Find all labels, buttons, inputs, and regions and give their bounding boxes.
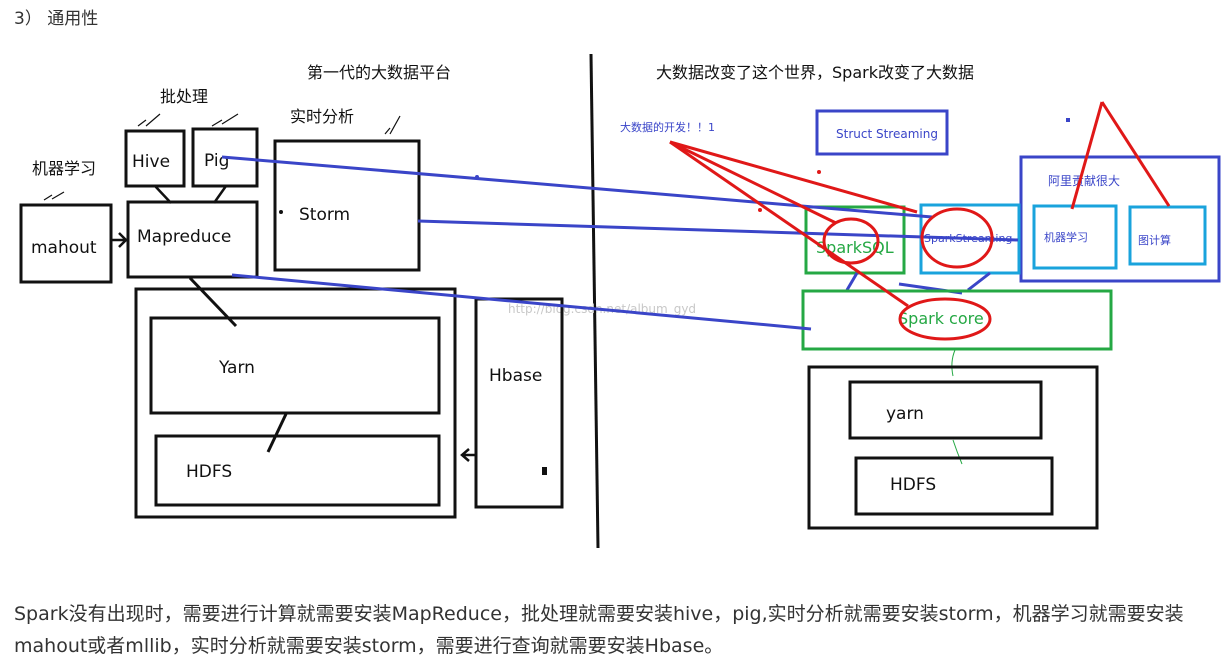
pointer-line — [1070, 101, 1104, 210]
struct-streaming-box — [815, 109, 949, 156]
alibaba-box — [1019, 155, 1221, 283]
section-heading: 3） 通用性 — [14, 9, 99, 29]
yarn-label-right: yarn — [886, 404, 924, 424]
spark-sql-box — [804, 205, 906, 275]
pig-label: Pig — [204, 151, 229, 171]
bullet-dot — [542, 467, 547, 475]
struct-streaming-label: Struct Streaming — [836, 127, 938, 141]
highlight-circle — [822, 217, 880, 265]
mahout-box — [19, 203, 113, 284]
ml-box-label: 机器学习 — [1044, 230, 1088, 244]
realtime-label: 实时分析 — [290, 107, 354, 126]
left-title: 第一代的大数据平台 — [307, 63, 451, 82]
hbase-label: Hbase — [489, 366, 542, 386]
highlight-circle — [920, 207, 994, 269]
hbase-box — [474, 297, 564, 509]
hadoop-container — [134, 287, 457, 519]
connector-line — [212, 185, 228, 204]
stray-dot — [475, 175, 479, 179]
pointer-line — [669, 140, 918, 214]
spark-core-label: Spark core — [898, 309, 984, 328]
arrow-right-icon — [112, 232, 128, 248]
yarn-box — [149, 316, 441, 415]
ml-box — [1032, 204, 1118, 270]
right-title: 大数据改变了这个世界，Spark改变了大数据 — [656, 63, 974, 82]
check-mark-icon — [384, 115, 401, 135]
mapping-line — [417, 219, 1019, 242]
connector-line — [266, 413, 288, 453]
stray-dot — [817, 170, 821, 174]
architecture-diagram: http://blog.csdn.net/album_gyd 第一代的大数据平台… — [19, 53, 1221, 549]
hdfs-label-right: HDFS — [890, 475, 936, 495]
stray-dot — [758, 208, 762, 212]
pointer-line — [669, 140, 909, 308]
graph-box — [1128, 205, 1207, 266]
connector-line — [154, 185, 172, 204]
yarn-label: Yarn — [218, 358, 255, 378]
dev-note: 大数据的开发！！1 — [620, 120, 715, 134]
pointer-line — [669, 140, 837, 225]
hive-label: Hive — [132, 152, 170, 172]
alibaba-note: 阿里贡献很大 — [1048, 173, 1120, 188]
check-mark-icon — [137, 113, 161, 127]
mahout-label: mahout — [31, 238, 97, 258]
arrow-left-icon — [460, 448, 475, 462]
stray-dot — [1066, 118, 1070, 122]
check-mark-icon — [211, 113, 239, 127]
mapreduce-label: Mapreduce — [137, 227, 231, 247]
yarn-box-right — [848, 380, 1043, 440]
hdfs-box-right — [854, 456, 1054, 516]
mapping-line — [231, 273, 812, 331]
mapreduce-box — [126, 200, 259, 279]
storm-label: Storm — [299, 205, 350, 225]
spark-core-box — [801, 289, 1113, 351]
highlight-circle — [898, 297, 992, 341]
pointer-line — [1100, 101, 1171, 207]
check-mark-icon — [43, 191, 65, 201]
storm-box — [273, 139, 421, 272]
divider-line — [589, 53, 600, 549]
hdfs-label: HDFS — [186, 462, 232, 482]
mapping-line — [221, 155, 933, 219]
connector-line — [845, 272, 859, 291]
batch-label: 批处理 — [160, 87, 208, 106]
spark-cluster-container — [807, 365, 1099, 530]
bullet-dot — [279, 210, 283, 214]
connector-line — [951, 349, 956, 377]
ml-label: 机器学习 — [32, 159, 96, 178]
connector-line — [967, 271, 991, 292]
footer-paragraph: Spark没有出现时，需要进行计算就需要安装MapReduce，批处理就需要安装… — [14, 603, 1184, 657]
connector-line — [952, 439, 963, 465]
graph-box-label: 图计算 — [1138, 233, 1171, 247]
hdfs-box — [154, 434, 441, 507]
